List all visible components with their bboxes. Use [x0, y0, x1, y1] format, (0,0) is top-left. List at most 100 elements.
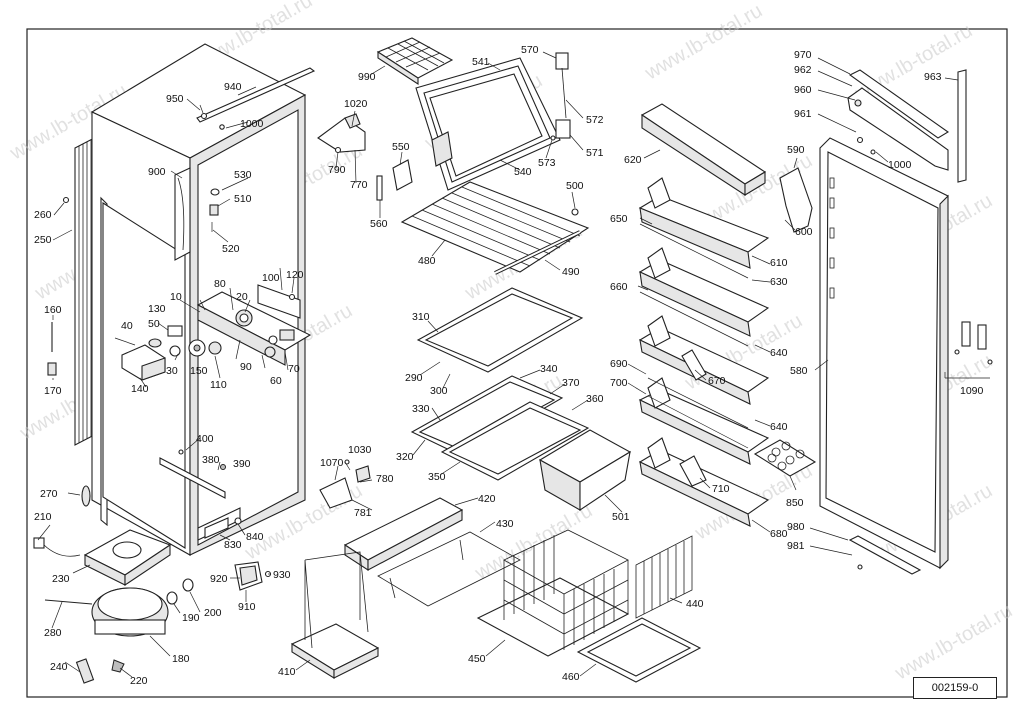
label-990: 990	[358, 71, 376, 83]
label-920: 920	[210, 573, 228, 585]
label-980: 980	[787, 521, 805, 533]
label-640b: 640	[770, 421, 788, 433]
label-130: 130	[148, 303, 166, 315]
ice-tray-990	[376, 37, 454, 86]
label-530: 530	[234, 169, 252, 181]
label-340: 340	[540, 363, 558, 375]
label-571: 571	[586, 147, 604, 159]
label-210: 210	[34, 511, 52, 523]
label-573: 573	[538, 157, 556, 169]
door-shelf-630	[638, 247, 770, 337]
label-710: 710	[712, 483, 730, 495]
label-960: 960	[794, 84, 812, 96]
label-360: 360	[586, 393, 604, 405]
label-440: 440	[686, 598, 704, 610]
label-600: 600	[795, 226, 813, 238]
label-310: 310	[412, 311, 430, 323]
label-260: 260	[34, 209, 52, 221]
label-540: 540	[514, 166, 532, 178]
label-910: 910	[238, 601, 256, 613]
drain-pin-270	[81, 485, 91, 507]
label-640a: 640	[770, 347, 788, 359]
latch-550	[392, 159, 413, 191]
label-840: 840	[246, 531, 264, 543]
egg-tray-850	[753, 439, 817, 477]
label-320: 320	[396, 451, 414, 463]
label-550: 550	[392, 141, 410, 153]
label-430: 430	[496, 518, 514, 530]
label-770: 770	[350, 179, 368, 191]
label-390: 390	[233, 458, 251, 470]
lamp-cover-140	[121, 344, 166, 381]
svg-text:www.lb-total.ru: www.lb-total.ru	[641, 0, 766, 85]
bracket-380	[159, 449, 226, 499]
label-970: 970	[794, 49, 812, 61]
part-labels: 940 950 1000 900 530 510 520 260 250 160…	[34, 44, 984, 687]
label-500: 500	[566, 180, 584, 192]
document-number: 002159-0	[913, 677, 997, 699]
control-unit	[148, 284, 312, 366]
label-120: 120	[286, 269, 304, 281]
label-300: 300	[430, 385, 448, 397]
label-150: 150	[190, 365, 208, 377]
label-180: 180	[172, 653, 190, 665]
freezer-door-540	[415, 57, 561, 191]
label-700: 700	[610, 377, 628, 389]
label-830: 830	[224, 539, 242, 551]
label-961: 961	[794, 108, 812, 120]
label-20: 20	[236, 291, 248, 303]
bottle-rack-410	[290, 551, 380, 679]
label-620: 620	[624, 154, 642, 166]
hinge-1090	[954, 321, 993, 365]
label-560: 560	[370, 218, 388, 230]
label-250: 250	[34, 234, 52, 246]
frame-430	[377, 531, 521, 607]
strip-560	[376, 175, 383, 201]
label-610: 610	[770, 257, 788, 269]
label-90: 90	[240, 361, 252, 373]
label-501: 501	[612, 511, 630, 523]
label-963: 963	[924, 71, 942, 83]
label-1000: 1000	[240, 118, 264, 130]
power-cord-210	[33, 537, 81, 557]
label-200: 200	[204, 607, 222, 619]
label-541: 541	[472, 56, 490, 68]
label-80: 80	[214, 278, 226, 290]
label-781: 781	[354, 507, 372, 519]
label-50: 50	[148, 318, 160, 330]
label-100: 100	[262, 272, 280, 284]
label-330: 330	[412, 403, 430, 415]
label-1000b: 1000	[888, 159, 912, 171]
divider-440	[635, 535, 693, 619]
hinge-570-571	[550, 52, 571, 141]
door-shelf-610	[638, 177, 770, 269]
label-850: 850	[786, 497, 804, 509]
hinge-parts-1030	[319, 459, 371, 509]
compressor-180	[44, 587, 169, 637]
label-450: 450	[468, 653, 486, 665]
label-1070: 1070	[320, 457, 344, 469]
label-380: 380	[202, 454, 220, 466]
label-190: 190	[182, 612, 200, 624]
label-790: 790	[328, 164, 346, 176]
label-580: 580	[790, 365, 808, 377]
glass-shelf-320	[410, 375, 564, 457]
label-570: 570	[521, 44, 539, 56]
label-480: 480	[418, 255, 436, 267]
label-950: 950	[166, 93, 184, 105]
label-520: 520	[222, 243, 240, 255]
strip-160	[47, 322, 57, 376]
label-510: 510	[234, 193, 252, 205]
label-660: 660	[610, 281, 628, 293]
capacitor-240	[75, 658, 125, 684]
svg-text:www.lb-total.ru: www.lb-total.ru	[471, 500, 596, 585]
screw-950	[199, 104, 208, 120]
label-400: 400	[196, 433, 214, 445]
label-962: 962	[794, 64, 812, 76]
butter-compartment-620	[640, 103, 767, 197]
label-680: 680	[770, 528, 788, 540]
label-290: 290	[405, 372, 423, 384]
label-60: 60	[270, 375, 282, 387]
door-shelf-640b	[638, 377, 770, 465]
label-220: 220	[130, 675, 148, 687]
